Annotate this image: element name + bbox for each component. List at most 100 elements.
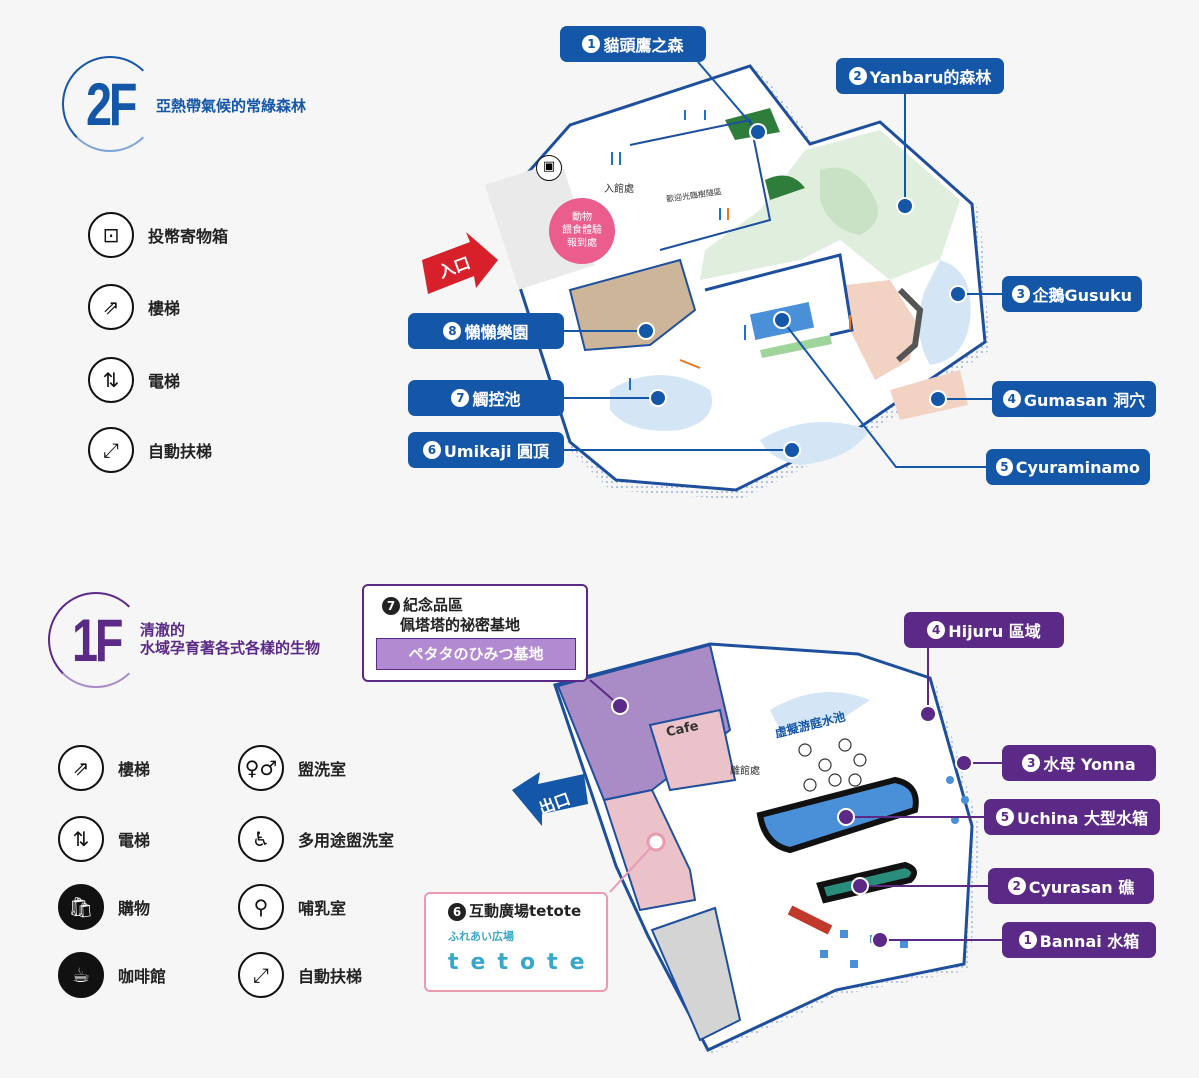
1f-legend-label: 自動扶梯: [298, 967, 363, 986]
1f-callout-num: 2: [1007, 877, 1026, 895]
2f-callout-num: 6: [422, 441, 441, 459]
1f-callout-num: 3: [1022, 754, 1041, 772]
2f-legend-item: ⇗ 樓梯: [88, 284, 180, 330]
tetote-line-1: 互動廣場tetote: [469, 902, 582, 920]
2f-callout-num: 1: [582, 35, 601, 53]
floor-1f-label: 1F: [72, 607, 124, 674]
1f-legend-label: 咖啡館: [118, 967, 167, 986]
2f-legend-item: ⊡投幣寄物箱: [88, 212, 228, 258]
1f-callout-label: Bannai 水箱: [1039, 932, 1140, 951]
virtual-pool: [770, 692, 870, 730]
2f-callout-num: 2: [848, 67, 867, 85]
2f-callout-num: 5: [996, 458, 1013, 476]
1f-legend-label: 盥洗室: [298, 760, 347, 779]
floor-2f-leader-lines: [563, 61, 1002, 468]
2f-legend-label: 電梯: [148, 372, 181, 391]
accessible-restroom-icon: ♿: [238, 816, 284, 862]
shop-banner-text: ペタタのひみつ基地: [408, 645, 544, 663]
tetote-num: 6: [448, 903, 466, 921]
map-locker-icon: ▣: [536, 155, 562, 181]
1f-legend-item: ♿ 多用途盥洗室: [238, 816, 394, 862]
feeding-line-3: 報到處: [567, 238, 597, 249]
2f-callout-num: 7: [451, 389, 470, 407]
2f-callout-num: 4: [1002, 390, 1021, 408]
2f-legend-item: ⇅ 電梯: [88, 357, 180, 403]
floor-2f-label: 2F: [86, 71, 138, 138]
2f-legend-label: 樓梯: [148, 299, 181, 318]
escalator-icon: ⤢: [238, 952, 284, 998]
1f-legend-label: 購物: [118, 899, 151, 918]
2f-legend-item: ⤢ 自動扶梯: [88, 427, 212, 473]
1f-callout-num: 4: [927, 621, 946, 639]
exit-hall-label: 離館處: [730, 766, 760, 777]
1f-callout-num: 5: [995, 808, 1014, 826]
elevator-icon: ⇅: [88, 357, 134, 403]
1f-legend-label: 樓梯: [118, 760, 151, 779]
1f-callout-label: Hijuru 區域: [948, 622, 1041, 641]
stairs-icon: ⇗: [58, 745, 104, 791]
2f-callout-label: Umikaji 圓頂: [443, 442, 550, 461]
feeding-line-1: 動物: [572, 212, 592, 223]
1f-callout-label: Cyurasan 礁: [1028, 878, 1135, 897]
1f-legend-item: ⤢ 自動扶梯: [238, 952, 362, 998]
1f-legend-item: ☕咖啡館: [58, 952, 166, 998]
shop-num: 7: [382, 597, 400, 615]
2f-callout-label: Cyuraminamo: [1015, 457, 1140, 477]
2f-callout-label: Gumasan 洞穴: [1023, 391, 1146, 410]
1f-legend-item: ⇗ 樓梯: [58, 745, 150, 791]
feeding-checkin-marker: 動物 餵食體驗 報到處: [549, 198, 615, 264]
1f-legend-item: ♀♂ 盥洗室: [238, 745, 346, 791]
floor-1f-subtitle-2: 水域孕育著各式各樣的生物: [140, 639, 321, 657]
2f-callout-label: 貓頭鷹之森: [603, 36, 684, 55]
2f-callout-label: 觸控池: [472, 390, 521, 409]
cafe-area: [648, 708, 737, 792]
shop-line-1: 紀念品區: [403, 596, 464, 614]
1f-callout-label: 水母 Yonna: [1043, 755, 1136, 774]
floor-1f-leader-lines: [589, 648, 1002, 949]
2f-callout-label: 企鵝Gusuku: [1032, 286, 1132, 305]
1f-callout-num: 1: [1018, 931, 1037, 949]
2f-legend-label: 自動扶梯: [148, 442, 213, 461]
escalator-icon: ⤢: [88, 427, 134, 473]
2f-callout-label: 懶懶樂園: [464, 323, 529, 342]
feeding-line-2: 餵食體驗: [562, 225, 602, 236]
1f-legend-item: 🛍 購物: [58, 884, 150, 930]
floor-2f-circle: [62, 56, 158, 152]
entrance-hall-label: 入館處: [604, 184, 634, 195]
restroom-icon: ♀♂: [238, 745, 284, 791]
floor-1f-subtitle-1: 清澈的: [140, 621, 186, 639]
1f-legend-label: 多用途盥洗室: [298, 831, 395, 850]
shopping-icon: 🛍: [58, 884, 104, 930]
sloth-area: [568, 258, 697, 352]
floor-2f-map: [484, 64, 990, 500]
floor-1f-map: [553, 642, 980, 1055]
nursing-room-icon: ⚲: [238, 884, 284, 930]
exit-arrow: [512, 772, 588, 826]
floor-2f-subtitle: 亞熱帶氣候的常綠森林: [156, 97, 307, 115]
tetote-banner: tetote: [448, 950, 597, 975]
1f-callout-label: Uchina 大型水箱: [1016, 809, 1149, 828]
1f-legend-label: 電梯: [118, 831, 151, 850]
1f-legend-item: ⇅ 電梯: [58, 816, 150, 862]
shop-banner: ペタタのひみつ基地: [376, 638, 576, 670]
stairs-icon: ⇗: [88, 284, 134, 330]
shop-line-2: 佩塔塔的祕密基地: [400, 616, 521, 634]
1f-legend-item: ⚲ 哺乳室: [238, 884, 346, 930]
1f-legend-label: 哺乳室: [298, 899, 347, 918]
elevator-icon: ⇅: [58, 816, 104, 862]
